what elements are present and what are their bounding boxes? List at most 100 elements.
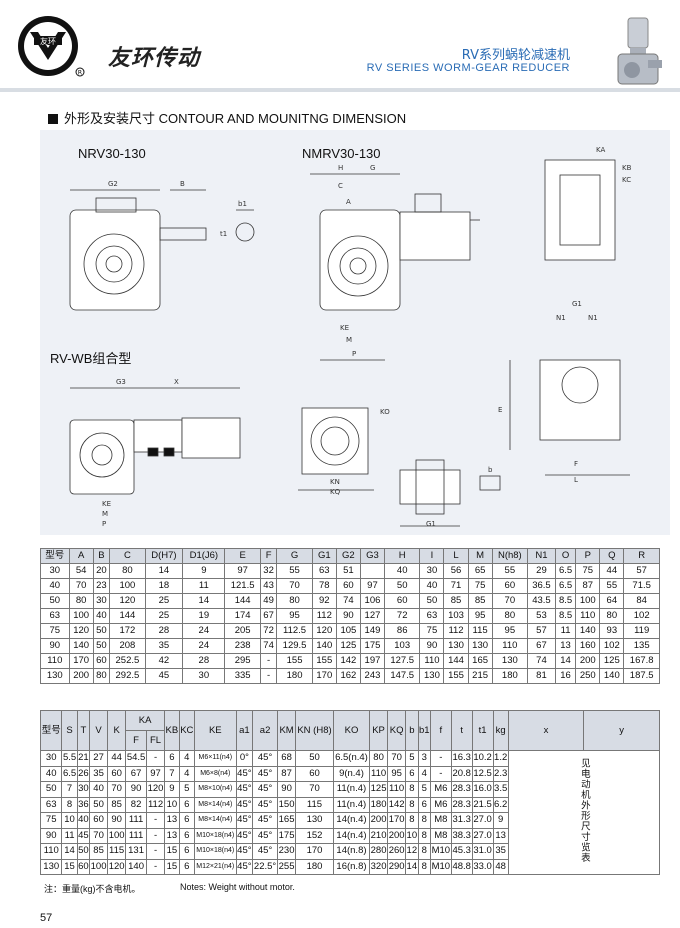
table1-cell: 54 [68,563,94,579]
table2-header: b1 [417,710,431,751]
table1-header: G3 [359,548,386,564]
table1-cell: 67 [259,608,278,624]
table1-cell: 30 [419,563,445,579]
table2-cell: M6 [429,781,452,798]
series-title-cn: RV系列蜗轮减速机 [461,48,570,63]
table2-cell: 45° [252,796,279,813]
table1-cell: 175 [359,638,386,654]
table1-cell: 112 [311,608,337,624]
table2-cell: 12 [405,843,419,860]
table2-cell: 6 [178,843,195,860]
table2-cell: 70 [107,781,127,798]
table1-cell: 72 [383,608,421,624]
table2-cell: 11(n.4) [332,796,371,813]
table1-header: H [383,548,421,564]
table2-cell: 68 [277,750,297,767]
svg-text:KE: KE [340,324,349,332]
table1-header: N(h8) [491,548,529,564]
table2-cell: 67 [125,765,148,782]
table1-cell: 292.5 [109,668,146,684]
table1-header: A [68,548,94,564]
table1-cell: 130 [40,668,70,684]
table2-cell: 280 [369,843,389,860]
table1-cell: 29 [527,563,556,579]
table2-cell: 45° [235,827,254,844]
table2-cell: M12×21(n4) [193,858,237,875]
table2-cell: 40 [39,765,63,782]
table2-cell: 9 [164,781,180,798]
svg-text:G1: G1 [572,300,582,308]
table2-cell: 40 [89,781,109,798]
table1-cell: 70 [276,578,313,594]
table1-header: Q [599,548,625,564]
table2-cell: 100 [107,827,127,844]
table2-cell: 44 [107,750,127,767]
table1-cell: 97 [359,578,386,594]
table2-cell: 8 [405,796,419,813]
table1-cell: 100 [109,578,146,594]
table2-cell: M8 [429,827,452,844]
table1-cell: 65 [467,563,493,579]
table1-cell: 50 [419,593,445,609]
table2-subheader: FL [146,730,166,751]
table2-cell: 45° [235,858,254,875]
svg-text:G3: G3 [116,378,126,386]
table2-cell: 5 [405,750,419,767]
svg-text:A: A [346,198,351,206]
table2-cell: 4 [178,765,195,782]
table2-header: a2 [252,710,279,751]
table2-cell: 6 [178,796,195,813]
table2-cell: 12.5 [471,765,494,782]
table2-cell: 180 [295,858,334,875]
table1-cell: 18 [144,578,184,594]
table2-cell: 6 [417,796,431,813]
table2-header: KB [164,710,180,751]
table1-cell: 86 [383,623,421,639]
table2-cell: 110 [387,781,407,798]
table2-cell: 35 [89,765,109,782]
table2-cell: 260 [387,843,407,860]
table2-header: KQ [387,710,407,751]
svg-text:KQ: KQ [330,488,341,496]
table2-cell: 100 [89,858,109,875]
table2-cell: 45° [235,765,254,782]
table1-cell: 9 [182,563,226,579]
table1-cell: 92 [311,593,337,609]
svg-text:KO: KO [380,408,390,416]
table2-cell: 4 [178,750,195,767]
table2-cell: - [146,812,166,829]
table1-cell: 24 [182,638,226,654]
table2-cell: 45.3 [450,843,473,860]
page-number: 57 [40,912,53,924]
table1-cell: 144 [443,653,469,669]
table1-cell: 63 [419,608,445,624]
table1-cell: 208 [109,638,146,654]
page-header: 友环 R 友环传动 RV系列蜗轮减速机 RV SERIES WORM-GEAR … [0,0,680,92]
table2-cell: 16.0 [471,781,494,798]
table1-cell: 43 [259,578,278,594]
table2-cell: 115 [107,843,127,860]
table2-cell: 5 [178,781,195,798]
table1-cell: 40 [92,608,111,624]
table2-cell: 170 [387,812,407,829]
table2-cell: 6.5 [61,765,78,782]
table1-cell: 144 [224,593,261,609]
table2-cell: 13 [492,827,509,844]
table1-cell: 200 [68,668,94,684]
table1-cell: 174 [224,608,261,624]
table2-cell: 45° [252,827,279,844]
table1-cell: 16 [554,668,577,684]
table1-header: I [419,548,445,564]
table2-cell: 120 [146,781,166,798]
table2-cell: 27 [89,750,109,767]
table1-cell: 140 [575,623,601,639]
table2-cell: 150 [277,796,297,813]
table1-cell: 127 [359,608,386,624]
table1-header: R [623,548,660,564]
table2-cell: - [429,765,452,782]
svg-text:B: B [180,180,185,188]
